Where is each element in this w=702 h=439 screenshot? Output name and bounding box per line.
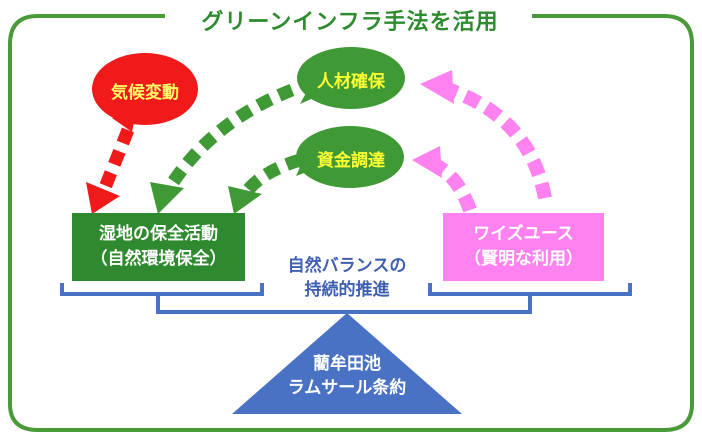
wetland-box-title: 湿地の保全活動 bbox=[99, 224, 218, 244]
arrow-climate-to-wetland bbox=[97, 127, 135, 193]
balance-label-line1: 自然バランスの bbox=[287, 256, 407, 276]
bubble-climate bbox=[92, 53, 198, 125]
bubble-funding-label: 資金調達 bbox=[317, 151, 385, 171]
bubble-climate-label: 気候変動 bbox=[111, 83, 179, 103]
arrow-head-magenta-2 bbox=[412, 146, 442, 178]
bubble-human bbox=[297, 47, 405, 109]
arrow-human-to-wetland bbox=[162, 83, 295, 194]
bubble-funding bbox=[296, 126, 404, 188]
arrow-head-green-1 bbox=[150, 182, 184, 214]
wiseuse-box bbox=[443, 213, 604, 281]
fulcrum-triangle bbox=[232, 313, 462, 414]
outer-frame bbox=[8, 14, 694, 432]
balance-label-line2: 持続的推進 bbox=[304, 280, 390, 300]
seesaw-beam bbox=[156, 294, 532, 314]
arrow-head-magenta-1 bbox=[420, 70, 454, 104]
page-title: グリーンインフラ手法を活用 bbox=[201, 10, 499, 35]
wiseuse-box-subtitle: （賢明な利用） bbox=[464, 249, 583, 269]
bracket-left bbox=[60, 283, 264, 296]
wiseuse-box-title: ワイズユース bbox=[473, 224, 574, 244]
arrow-head-red bbox=[86, 182, 120, 214]
bracket-right bbox=[428, 283, 632, 296]
bubble-human-label: 人材確保 bbox=[317, 72, 385, 92]
arrow-head-green-2 bbox=[228, 186, 262, 214]
fulcrum-label-line1: 藺牟田池 bbox=[313, 354, 381, 374]
fulcrum-label-line2: ラムサール条約 bbox=[287, 378, 407, 398]
wetland-box bbox=[72, 213, 245, 281]
arrow-wiseuse-to-human bbox=[447, 83, 552, 200]
wetland-box-subtitle: （自然環境保全） bbox=[90, 249, 227, 269]
arrow-funding-to-wetland bbox=[239, 153, 302, 198]
